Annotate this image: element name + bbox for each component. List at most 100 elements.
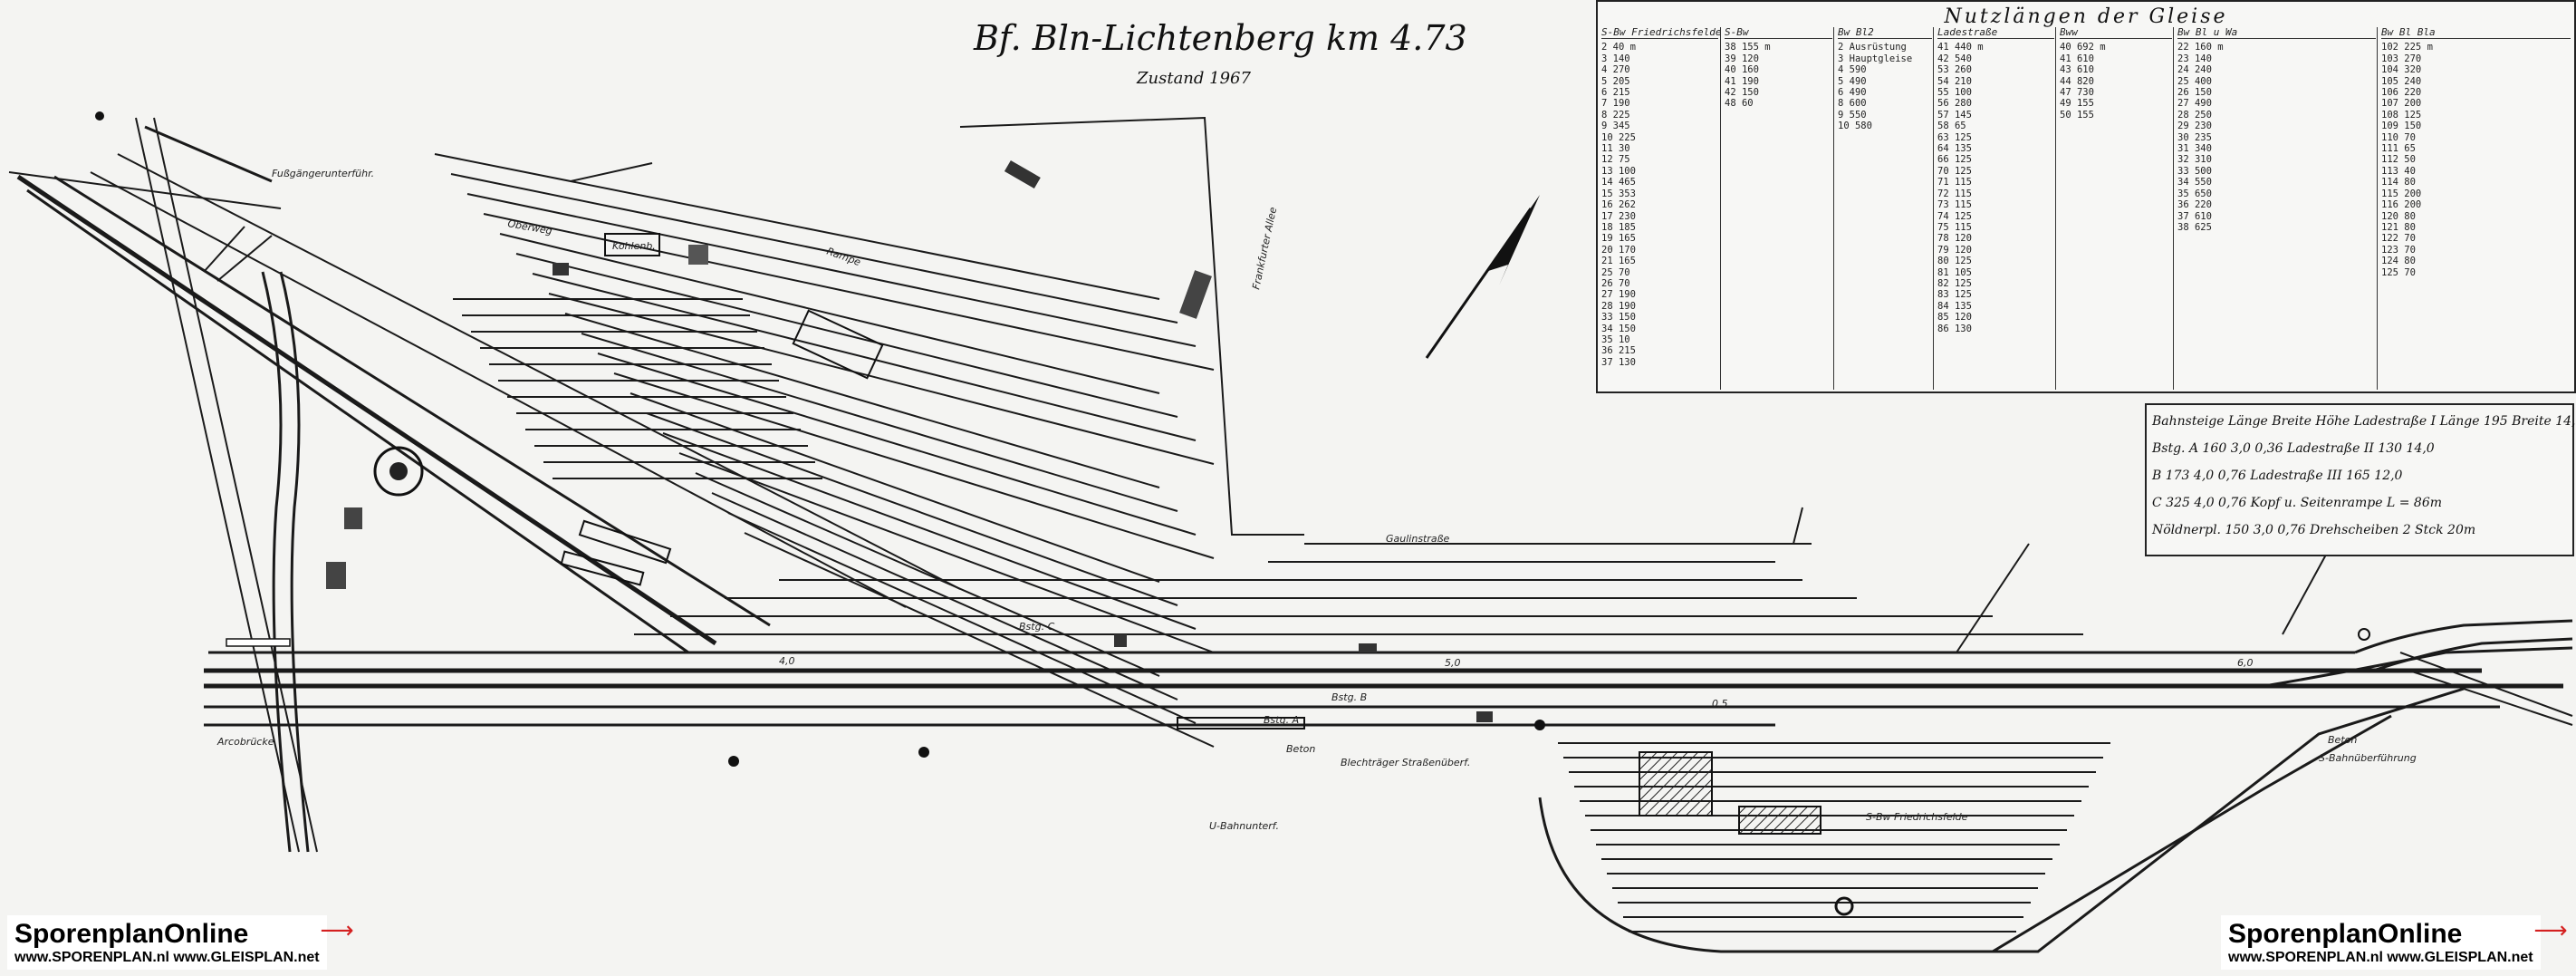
upper-yard-tracks: [434, 153, 1215, 748]
table-cell: 70 125: [1937, 165, 1972, 177]
east-end-tracks: [1793, 619, 2573, 953]
table-cell: 108 125: [2381, 109, 2422, 121]
label-frankfurter-allee: Frankfurter Allee: [1250, 206, 1279, 290]
legend-row: Bstg. A 160 3,0 0,36 Ladestraße II 130 1…: [2152, 441, 2435, 456]
table-cell: 17 230: [1601, 210, 1636, 222]
table-cell: 20 170: [1601, 244, 1636, 256]
table-cell: 9 345: [1601, 121, 1630, 132]
table-cell: 22 160 m: [2177, 42, 2224, 53]
table-cell: 105 240: [2381, 75, 2422, 87]
buildings: [95, 111, 2370, 916]
table-cell: 110 70: [2381, 131, 2416, 143]
table-cell: 102 225 m: [2381, 42, 2433, 53]
station-subtitle: Zustand 1967: [1136, 69, 1251, 88]
table-cell: 81 105: [1937, 266, 1972, 278]
label-blechtraeger: Blechträger Straßenüberf.: [1341, 757, 1470, 768]
table-cell: 125 70: [2381, 266, 2416, 278]
table-cell: 106 220: [2381, 87, 2422, 99]
table-cell: 35 650: [2177, 188, 2212, 199]
table-title: Nutzlängen der Gleise: [1944, 5, 2228, 28]
table-cell: 41 610: [2060, 53, 2094, 64]
table-cell: 18 185: [1601, 221, 1636, 233]
table-cell: 27 190: [1601, 289, 1636, 301]
table-cell: 25 400: [2177, 75, 2212, 87]
table-column-header: Ladestraße: [1937, 26, 2054, 40]
table-cell: 54 210: [1937, 75, 1972, 87]
table-cell: 86 130: [1937, 323, 1972, 334]
table-cell: 2 Ausrüstung: [1838, 42, 1907, 53]
table-cell: 42 540: [1937, 53, 1972, 64]
table-cell: 78 120: [1937, 233, 1972, 245]
table-cell: 12 75: [1601, 154, 1630, 166]
table-cell: 50 155: [2060, 109, 2094, 121]
table-cell: 85 120: [1937, 312, 1972, 324]
label-arcobruecke: Arcobrücke: [216, 736, 274, 748]
watermark-urls: www.SPORENPLAN.nl www.GLEISPLAN.net: [14, 950, 320, 965]
table-cell: 26 70: [1601, 277, 1630, 289]
train-logo-icon: ⟶: [320, 917, 354, 944]
table-cell: 66 125: [1937, 154, 1972, 166]
table-cell: 124 80: [2381, 256, 2416, 267]
table-cell: 103 270: [2381, 53, 2422, 64]
label-footbridge: Fußgängerunterführ.: [272, 168, 374, 179]
table-cell: 38 625: [2177, 221, 2212, 233]
watermark-left: SporenplanOnline www.SPORENPLAN.nl www.G…: [7, 915, 354, 970]
table-cell: 47 730: [2060, 87, 2094, 99]
table-cell: 72 115: [1937, 188, 1972, 199]
table-cell: 41 190: [1725, 75, 1759, 87]
table-cell: 113 40: [2381, 165, 2416, 177]
table-cell: 6 490: [1838, 87, 1867, 99]
km-6-0: 6,0: [2237, 657, 2254, 669]
table-cell: 26 150: [2177, 87, 2212, 99]
table-cell: 122 70: [2381, 233, 2416, 245]
table-cell: 43 610: [2060, 64, 2094, 76]
table-cell: 75 115: [1937, 221, 1972, 233]
label-bstg-a: Bstg. A: [1264, 714, 1299, 726]
label-gaulinstrasse: Gaulinstraße: [1386, 533, 1450, 545]
table-cell: 44 820: [2060, 75, 2094, 87]
table-cell: 19 165: [1601, 233, 1636, 245]
table-cell: 82 125: [1937, 277, 1972, 289]
label-oberweg: Oberweg: [506, 217, 553, 237]
table-cell: 123 70: [2381, 244, 2416, 256]
table-column-header: S-Bw: [1725, 26, 1832, 40]
label-ubahn: U-Bahnunterf.: [1209, 820, 1279, 832]
table-cell: 29 230: [2177, 121, 2212, 132]
table-cell: 39 120: [1725, 53, 1759, 64]
watermark-urls: www.SPORENPLAN.nl www.GLEISPLAN.net: [2228, 950, 2533, 965]
label-sbw-friedrichsfelde: S-Bw Friedrichsfelde: [1866, 811, 1968, 823]
table-cell: 53 260: [1937, 64, 1972, 76]
table-cell: 15 353: [1601, 188, 1636, 199]
table-cell: 48 60: [1725, 98, 1754, 110]
table-column-header: Bw Bl2: [1838, 26, 1932, 40]
table-cell: 120 80: [2381, 210, 2416, 222]
table-cell: 21 165: [1601, 256, 1636, 267]
table-cell: 42 150: [1725, 87, 1759, 99]
train-logo-icon: ⟶: [2533, 917, 2568, 944]
table-cell: 34 550: [2177, 177, 2212, 188]
table-cell: 104 320: [2381, 64, 2422, 76]
table-cell: 24 240: [2177, 64, 2212, 76]
watermark-name: SporenplanOnline: [14, 919, 249, 949]
table-cell: 25 70: [1601, 266, 1630, 278]
label-sbahnueberfuehrung: S-Bahnüberführung: [2319, 752, 2417, 764]
table-cell: 31 340: [2177, 143, 2212, 155]
km-5-0: 5,0: [1445, 657, 1461, 669]
table-cell: 16 262: [1601, 199, 1636, 211]
table-cell: 49 155: [2060, 98, 2094, 110]
table-cell: 7 190: [1601, 98, 1630, 110]
table-cell: 37 130: [1601, 356, 1636, 368]
km-0-5: 0,5: [1712, 698, 1728, 710]
table-cell: 109 150: [2381, 121, 2422, 132]
table-cell: 5 205: [1601, 75, 1630, 87]
label-beton-east: Beton: [2328, 734, 2357, 746]
legend-row: B 173 4,0 0,76 Ladestraße III 165 12,0: [2152, 469, 2403, 483]
label-kohlenbunker: Kohlenb.: [612, 240, 656, 252]
table-cell: 58 65: [1937, 121, 1966, 132]
